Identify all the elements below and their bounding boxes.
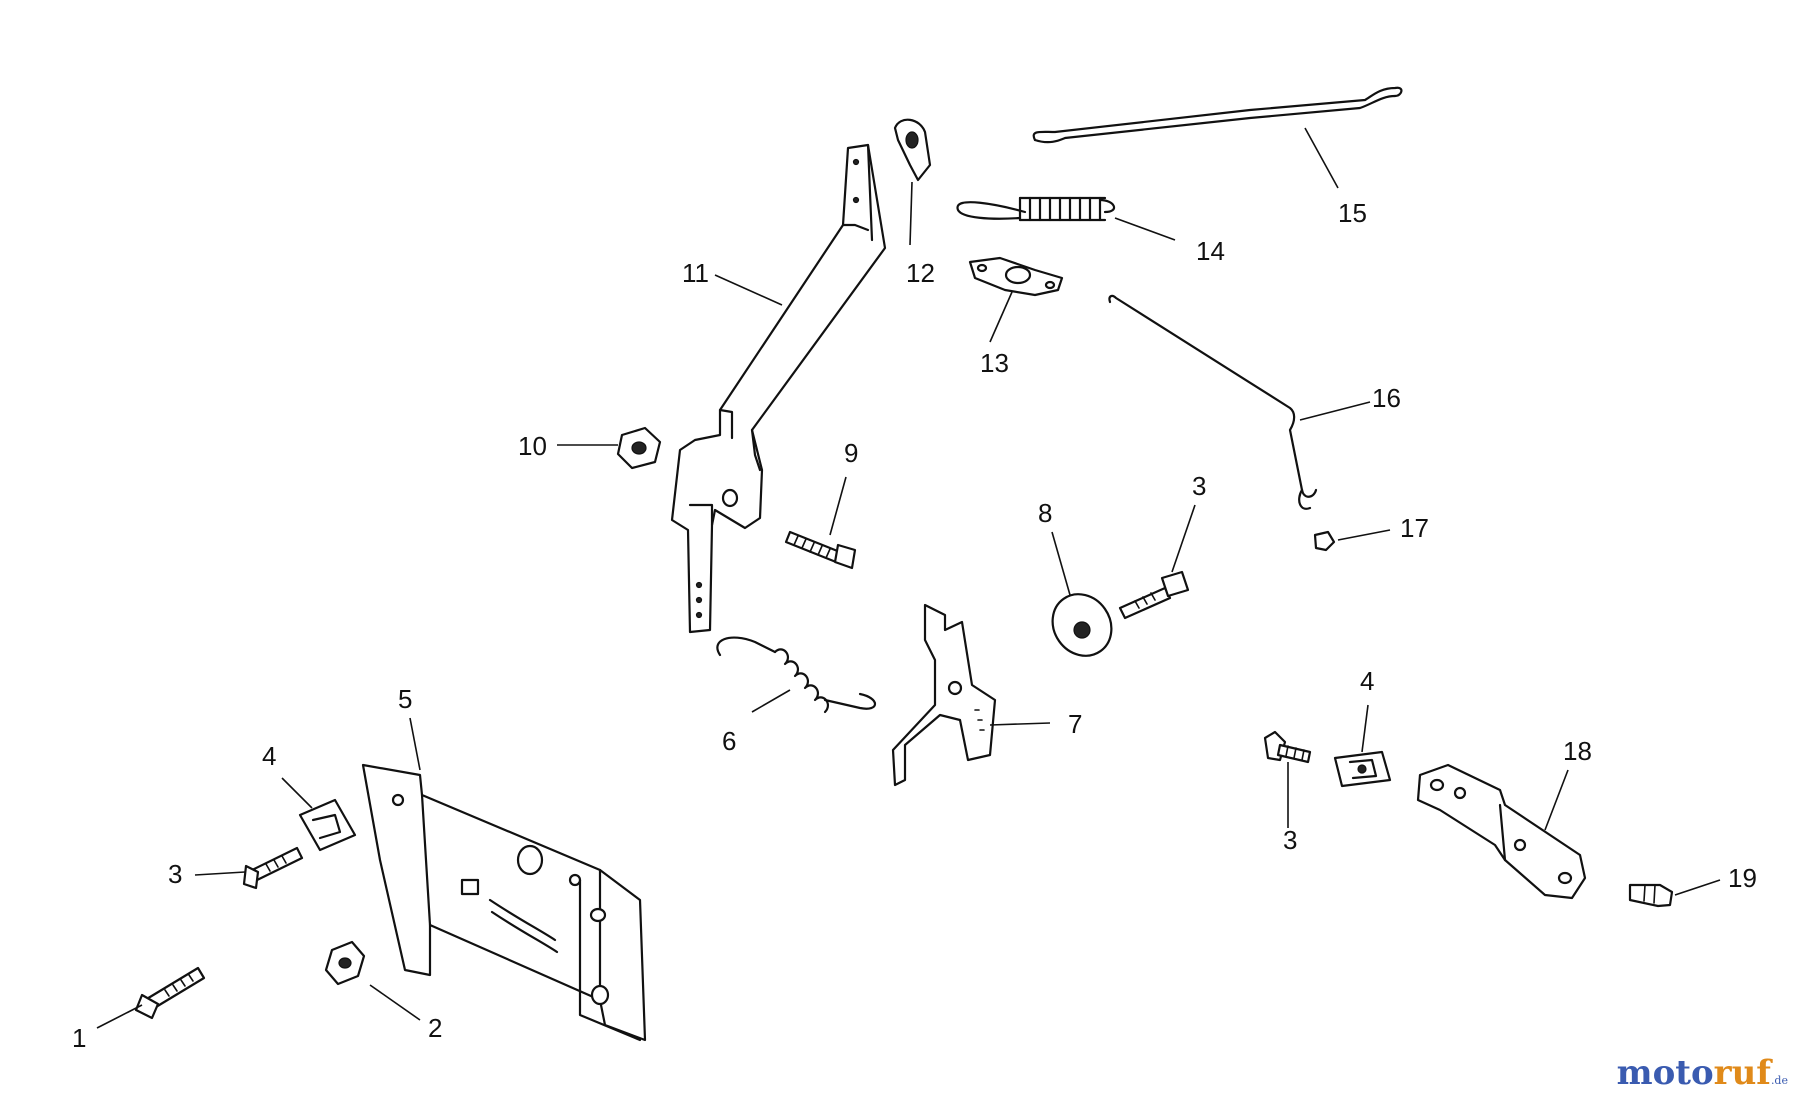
part-4-clip-left	[298, 798, 357, 852]
label-11: 11	[682, 258, 709, 288]
label-13: 13	[980, 348, 1009, 378]
label-2: 2	[428, 1013, 442, 1043]
part-12-clip	[893, 118, 932, 182]
part-labels: 1 2 3 4 5 6 7 8 3 9 10 11 12 13 14 15 16…	[72, 198, 1757, 1053]
leader-lines	[96, 127, 1721, 1029]
part-11-lever	[670, 143, 887, 634]
part-16-rod	[1108, 294, 1318, 510]
watermark-part-1: moto	[1616, 1053, 1714, 1093]
part-8-washer	[1051, 593, 1113, 657]
label-3-middle: 3	[1192, 471, 1206, 501]
part-1-bolt	[134, 966, 206, 1020]
part-6-spring	[716, 636, 877, 714]
label-9: 9	[844, 438, 858, 468]
label-4-right: 4	[1360, 666, 1374, 696]
part-19-pin	[1628, 883, 1674, 908]
part-3-bolt-right	[1263, 730, 1312, 764]
part-4-clip-right	[1333, 750, 1392, 788]
part-13-plate	[968, 256, 1064, 297]
part-17-small-nut	[1313, 530, 1336, 552]
part-3-bolt-left	[242, 846, 304, 890]
part-5-mounting-plate	[361, 763, 647, 1042]
label-16: 16	[1372, 383, 1401, 413]
label-10: 10	[518, 431, 547, 461]
label-3-right: 3	[1283, 825, 1297, 855]
label-7: 7	[1068, 709, 1082, 739]
part-14-spring	[956, 196, 1116, 222]
part-9-screw	[784, 530, 857, 570]
part-15-rod	[1032, 86, 1403, 144]
label-14: 14	[1196, 236, 1225, 266]
part-3-bolt-middle	[1118, 570, 1190, 620]
label-4-left: 4	[262, 741, 276, 771]
label-18: 18	[1563, 736, 1592, 766]
label-6: 6	[722, 726, 736, 756]
motoruf-watermark-logo: motoruf.de	[1617, 1053, 1788, 1093]
label-3-left: 3	[168, 859, 182, 889]
label-1: 1	[72, 1023, 86, 1053]
watermark-suffix: .de	[1770, 1074, 1788, 1087]
label-15: 15	[1338, 198, 1367, 228]
label-19: 19	[1728, 863, 1757, 893]
label-17: 17	[1400, 513, 1429, 543]
part-2-nut	[324, 940, 366, 986]
label-8: 8	[1038, 498, 1052, 528]
label-12: 12	[906, 258, 935, 288]
part-7-bracket	[891, 603, 997, 787]
watermark-part-2: ruf	[1713, 1053, 1771, 1093]
label-5: 5	[398, 684, 412, 714]
part-18-link-plate	[1416, 763, 1587, 900]
part-10-nut	[616, 426, 662, 470]
